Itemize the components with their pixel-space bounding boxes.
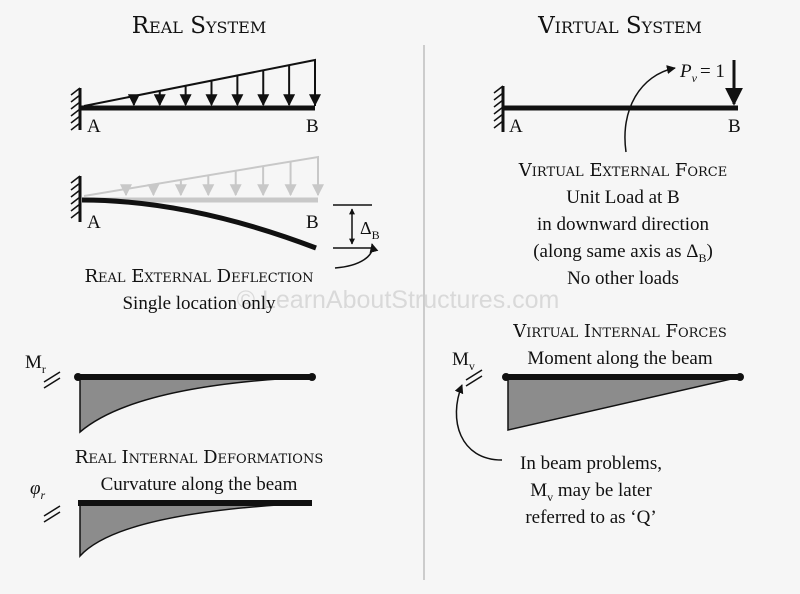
- real-moment-area: [79, 376, 313, 434]
- real-deflection-caption: Single location only: [122, 293, 276, 314]
- real-curvature-area: [79, 502, 313, 558]
- real-deflection-title: Real External Deflection: [84, 266, 313, 287]
- virtual-moment-callout-arrow: [454, 384, 503, 461]
- virtual-external-line-1: Unit Load at B: [566, 187, 679, 208]
- virtual-external-title: Virtual External Force: [518, 160, 728, 181]
- hatch-line: [493, 106, 504, 115]
- deflection-symbol: ΔB: [360, 218, 380, 242]
- real-label-a: A: [87, 116, 101, 137]
- fixed-support-hatch-2: [70, 175, 81, 219]
- hatch-line: [70, 203, 81, 212]
- virtual-label-b: B: [728, 116, 741, 137]
- hatch-line: [70, 196, 81, 205]
- real-curvature-diagram: φr: [30, 478, 313, 558]
- moment-axis-mark-2: [43, 377, 61, 389]
- hatch-line: [70, 210, 81, 219]
- curvature-symbol: φr: [30, 478, 46, 502]
- hatch-line: [70, 87, 81, 96]
- deflected-beam-curve: [81, 197, 317, 251]
- virtual-moment-axis-mark-1: [465, 369, 483, 381]
- virtual-external-line-2: in downward direction: [537, 214, 710, 235]
- real-deformation-title: Real Internal Deformations: [75, 447, 323, 468]
- hatch-line: [493, 120, 504, 129]
- moment-axis-mark-1: [43, 371, 61, 383]
- virtual-external-line-3: (along same axis as ΔB): [533, 241, 713, 265]
- real-moment-symbol: Mr: [25, 352, 46, 376]
- real-beam-deflected: A B ΔB: [70, 155, 380, 269]
- virtual-beam: Pv= 1 A B: [493, 60, 743, 153]
- distributed-load-envelope: [83, 58, 316, 107]
- hatch-line: [70, 115, 81, 124]
- real-moment-diagram: Mr: [25, 352, 316, 434]
- note-line-2: Mv may be later: [530, 480, 652, 504]
- virtual-external-line-4: No other loads: [567, 268, 679, 289]
- distributed-load-arrows: [127, 60, 321, 107]
- virtual-system-title: Virtual System: [537, 13, 702, 39]
- hatch-line: [70, 101, 81, 110]
- note-line-1: In beam problems,: [520, 453, 662, 474]
- hatch-line: [493, 92, 504, 101]
- virtual-moment-diagram: Mv: [452, 349, 744, 461]
- virtual-moment-end-a: [502, 373, 510, 381]
- ghost-load-envelope: [83, 155, 319, 197]
- real-moment-end-a: [74, 373, 82, 381]
- virtual-moment-area: [507, 376, 741, 431]
- fixed-support-hatch: [70, 87, 81, 131]
- hatch-line: [70, 189, 81, 198]
- real-label-b: B: [306, 116, 319, 137]
- hatch-line: [493, 113, 504, 122]
- virtual-moment-axis-mark-2: [465, 375, 483, 387]
- real-moment-end-b: [308, 373, 316, 381]
- hatch-line: [70, 108, 81, 117]
- hatch-line: [70, 175, 81, 184]
- virtual-internal-title: Virtual Internal Forces: [512, 321, 727, 342]
- virtual-internal-caption: Moment along the beam: [527, 348, 712, 369]
- deflection-callout-arrow: [334, 243, 379, 269]
- curvature-axis-mark-1: [43, 505, 61, 517]
- real-deformation-caption: Curvature along the beam: [101, 474, 298, 495]
- real-beam-loaded: A B: [70, 58, 321, 137]
- hatch-line: [493, 85, 504, 94]
- virtual-moment-symbol: Mv: [452, 349, 475, 373]
- virtual-fixed-support-hatch: [493, 85, 504, 129]
- hatch-line: [70, 122, 81, 131]
- virtual-moment-end-b: [736, 373, 744, 381]
- ghost-load-arrows: [120, 157, 324, 197]
- deflected-label-a: A: [87, 212, 101, 233]
- note-line-3: referred to as ‘Q’: [525, 507, 656, 528]
- hatch-line: [493, 99, 504, 108]
- watermark-text: © LearnAboutStructures.com: [237, 286, 560, 314]
- curvature-axis-mark-2: [43, 511, 61, 523]
- unit-load-callout-arrow: [624, 65, 676, 153]
- real-system-title: Real System: [132, 13, 267, 39]
- hatch-line: [70, 94, 81, 103]
- virtual-label-a: A: [509, 116, 523, 137]
- hatch-line: [70, 182, 81, 191]
- deflected-label-b: B: [306, 212, 319, 233]
- unit-load-label: Pv= 1: [679, 61, 725, 85]
